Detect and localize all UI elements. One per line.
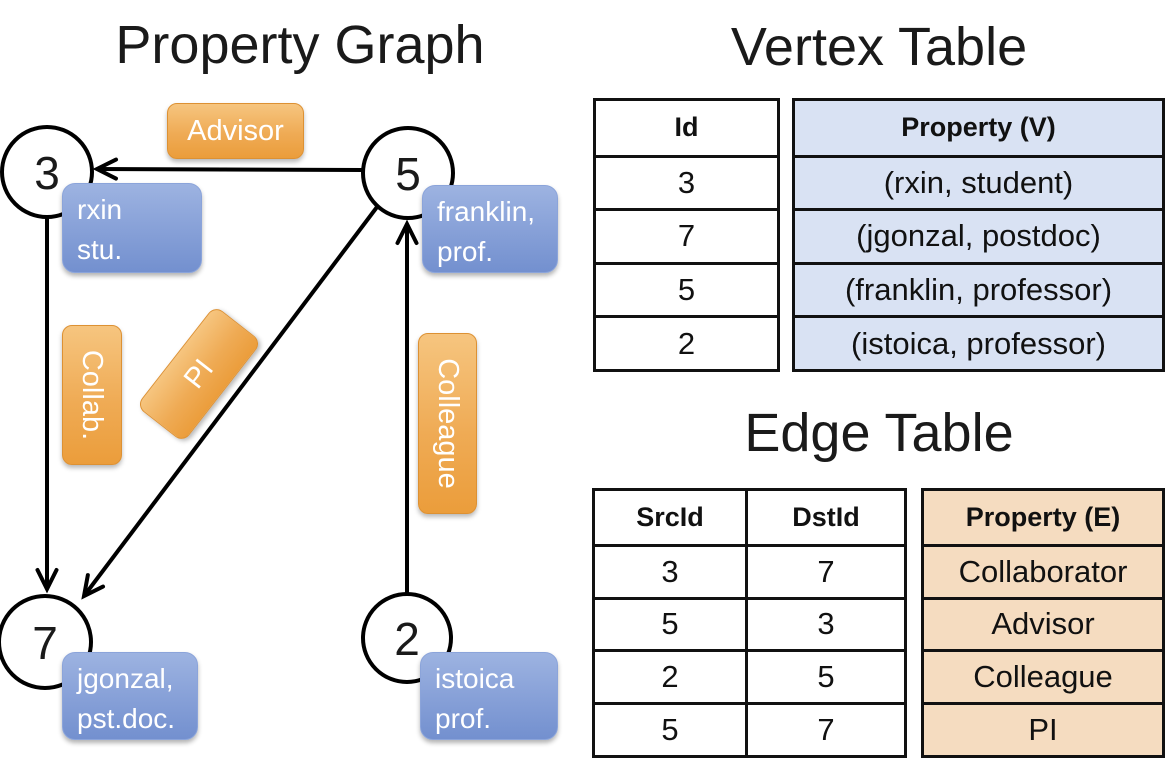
property-graph-title: Property Graph (115, 15, 485, 75)
edge-property-cell: PI (924, 702, 1162, 755)
vertex-property-5-line1: franklin, (437, 196, 536, 227)
vertex-property-box-3: rxin stu. (62, 183, 202, 273)
vertex-ids: 3 5 7 2 (32, 147, 421, 669)
vertex-property-box-2: istoica prof. (420, 652, 558, 740)
graph-edges (35, 157, 419, 600)
vertex-table-header-id: Id (674, 112, 699, 143)
vertex-property-2-line2: prof. (435, 703, 492, 734)
edge-dstid-cell: 3 (745, 596, 904, 650)
edge-srcid-cell: 5 (595, 702, 745, 755)
edge-srcid-cell: 2 (595, 649, 745, 702)
vertex-property-cell: (istoica, professor) (795, 315, 1162, 369)
edge-table-id-columns: SrcId DstId 3 7 5 3 2 5 5 7 (592, 488, 907, 758)
vertex-property-3-line1: rxin (77, 194, 123, 225)
vertex-property-3-line2: stu. (77, 234, 123, 265)
edge-property-cell: Advisor (924, 596, 1162, 650)
edge-5-to-7 (81, 205, 379, 600)
edge-label-collab: Collab. (62, 325, 122, 465)
edge-srcid-cell: 5 (595, 596, 745, 650)
vertex-id-cell: 7 (596, 208, 777, 262)
vertex-property-box-5: franklin, prof. (422, 185, 558, 273)
vertex-table-header-property: Property (V) (795, 101, 1162, 155)
graph-canvas: 3 5 7 2 (0, 125, 455, 690)
vertex-id-cell: 3 (596, 154, 777, 209)
edge-label-advisor-text: Advisor (187, 114, 284, 147)
edge-dstid-cell: 5 (745, 649, 904, 703)
edge-label-advisor: Advisor (167, 103, 304, 159)
vertex-id-7: 7 (32, 617, 58, 669)
edge-property-cell: Collaborator (924, 543, 1162, 597)
edge-property-cell: Colleague (924, 649, 1162, 703)
edge-table-title: Edge Table (744, 403, 1014, 463)
vertex-property-cell: (jgonzal, postdoc) (795, 208, 1162, 262)
vertex-property-5-line2: prof. (437, 236, 494, 267)
vertex-table-id-column: Id 3 7 5 2 (593, 98, 780, 372)
edge-table-header-property: Property (E) (924, 491, 1162, 544)
vertex-property-7-line1: jgonzal, (77, 663, 174, 694)
vertex-id-2: 2 (394, 613, 420, 665)
vertex-property-cell: (franklin, professor) (795, 261, 1162, 316)
edge-table-property-column: Property (E) Collaborator Advisor Collea… (921, 488, 1165, 758)
vertex-property-2-line1: istoica (435, 663, 515, 694)
edge-label-colleague: Colleague (418, 333, 477, 514)
vertex-table-property-column: Property (V) (rxin, student) (jgonzal, p… (792, 98, 1165, 372)
edge-table-header-srcid: SrcId (636, 501, 704, 532)
vertex-property-cell: (rxin, student) (795, 154, 1162, 209)
edge-srcid-cell: 3 (595, 543, 745, 597)
property-graph-panel: Property Graph 3 5 7 2 (0, 15, 558, 740)
vertex-id-5: 5 (395, 148, 421, 200)
edge-dstid-cell: 7 (745, 702, 904, 755)
edge-table-header-dstid: DstId (745, 491, 904, 544)
edge-5-to-3 (92, 157, 364, 181)
vertex-property-7-line2: pst.doc. (77, 703, 176, 734)
edge-label-pi-text: PI (177, 353, 220, 395)
edge-dstid-cell: 7 (745, 543, 904, 597)
edge-label-collab-text: Collab. (76, 349, 109, 441)
vertex-property-box-7: jgonzal, pst.doc. (62, 652, 198, 740)
vertex-id-3: 3 (34, 147, 60, 199)
vertex-id-cell: 5 (596, 261, 777, 316)
edge-label-colleague-text: Colleague (432, 358, 464, 489)
vertex-table-title: Vertex Table (730, 17, 1028, 77)
vertex-id-cell: 2 (596, 315, 777, 369)
